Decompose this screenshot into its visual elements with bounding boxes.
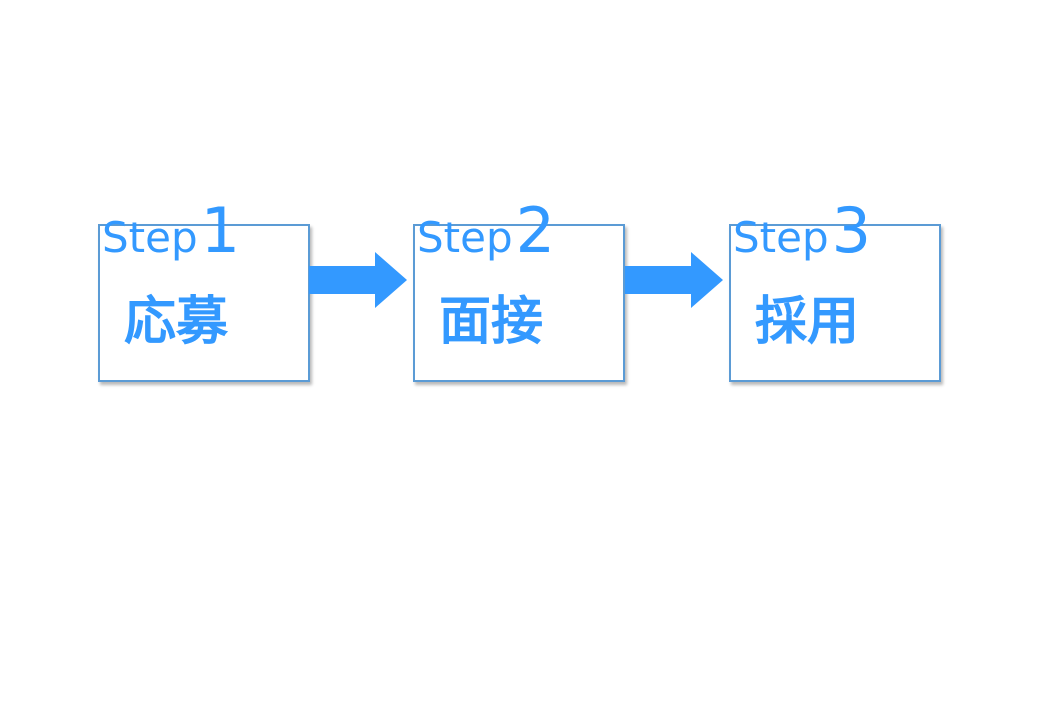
step-number-2: 2 bbox=[515, 194, 556, 267]
step-word-3: Step bbox=[733, 213, 829, 262]
step-label-3: 採用 bbox=[755, 292, 860, 352]
step-heading-2: Step2 bbox=[417, 200, 555, 262]
step-box-3: Step3 採用 bbox=[729, 200, 941, 382]
arrow-right-icon bbox=[625, 252, 723, 308]
step-word-2: Step bbox=[417, 213, 513, 262]
step-number-3: 3 bbox=[831, 194, 872, 267]
step-word-1: Step bbox=[102, 213, 198, 262]
step-number-1: 1 bbox=[200, 194, 241, 267]
step-label-1: 応募 bbox=[124, 292, 229, 352]
step-label-2: 面接 bbox=[439, 292, 544, 352]
step-heading-3: Step3 bbox=[733, 200, 871, 262]
step-heading-1: Step1 bbox=[102, 200, 240, 262]
arrow-right-icon bbox=[309, 252, 407, 308]
step-box-2: Step2 面接 bbox=[413, 200, 625, 382]
step-box-1: Step1 応募 bbox=[98, 200, 310, 382]
